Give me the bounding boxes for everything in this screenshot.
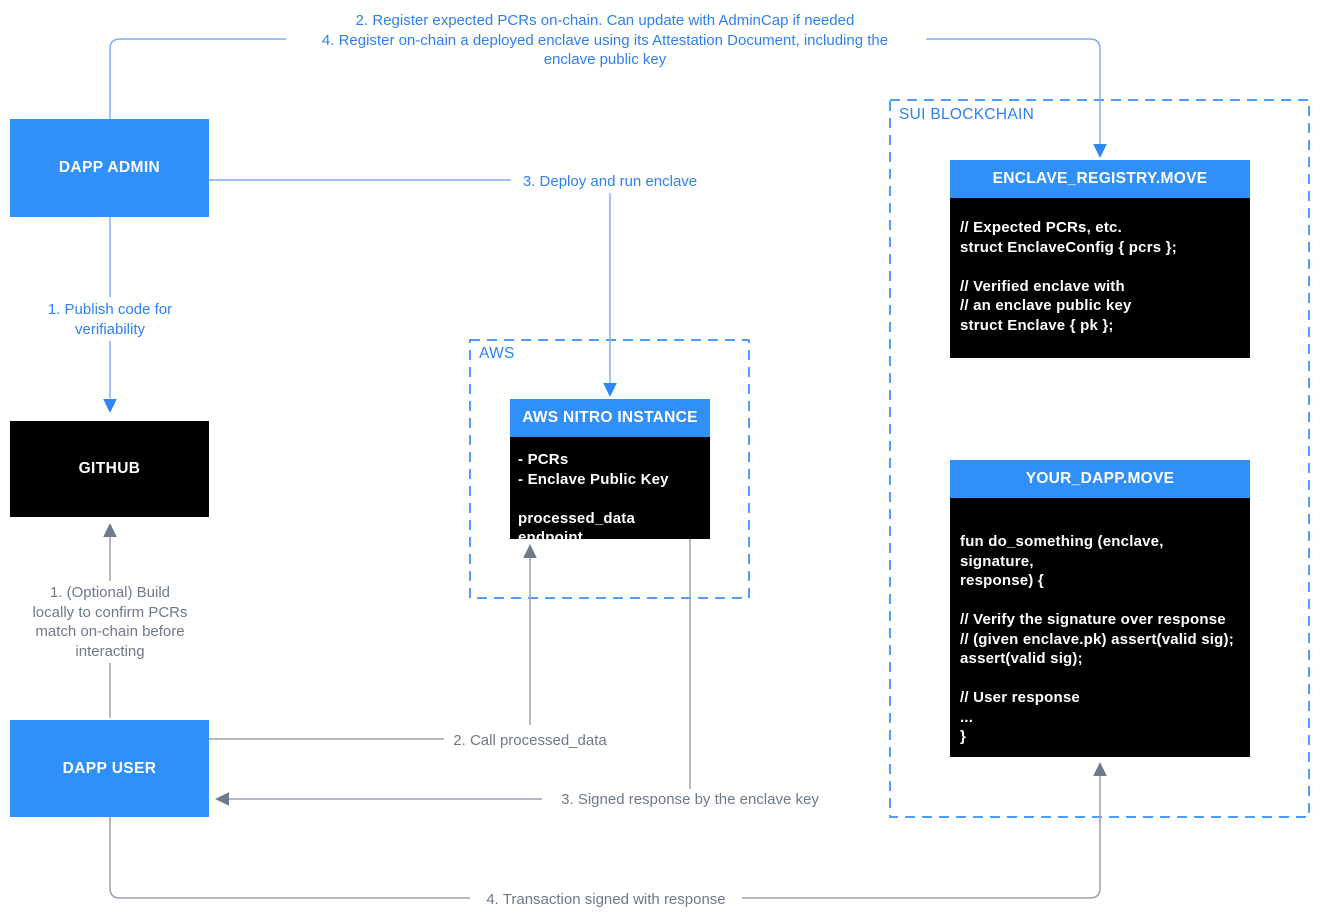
- aws-group-label: AWS: [479, 345, 515, 362]
- arrowhead-transaction-icon: [1093, 762, 1107, 776]
- node-github: GITHUB: [10, 421, 209, 517]
- edge-label-publish: 1. Publish code for verifiability: [47, 301, 173, 338]
- arrowhead-deploy-icon: [603, 383, 617, 397]
- arrowhead-signed-response-icon: [215, 792, 229, 806]
- aws-nitro-instance-body: - PCRs - Enclave Public Key processed_da…: [510, 437, 710, 546]
- node-enclave-registry: ENCLAVE_REGISTRY.MOVE // Expected PCRs, …: [950, 160, 1250, 358]
- enclave-registry-code: // Expected PCRs, etc. struct EnclaveCon…: [950, 198, 1250, 358]
- node-dapp-admin-label: DAPP ADMIN: [58, 159, 161, 176]
- node-dapp-admin: DAPP ADMIN: [10, 119, 209, 217]
- edge-label-optional-build: 1. (Optional) Build locally to confirm P…: [32, 584, 188, 660]
- edge-transaction-line-left: [109, 817, 470, 899]
- arrowhead-optional-build-icon: [103, 523, 117, 537]
- node-dapp-user-label: DAPP USER: [62, 759, 157, 777]
- edge-label-deploy: 3. Deploy and run enclave: [522, 173, 698, 190]
- node-aws-nitro-instance: AWS NITRO INSTANCE - PCRs - Enclave Publ…: [510, 399, 710, 546]
- node-dapp-user: DAPP USER: [10, 720, 209, 817]
- edge-label-call-processed: 2. Call processed_data: [453, 732, 607, 749]
- edge-label-transaction: 4. Transaction signed with response: [486, 891, 726, 908]
- node-github-label: GITHUB: [78, 460, 141, 477]
- arrowhead-register-pcrs-icon: [1093, 144, 1107, 158]
- your-dapp-header: YOUR_DAPP.MOVE: [950, 460, 1250, 498]
- sui-blockchain-group-label: SUI BLOCKCHAIN: [899, 106, 1035, 123]
- edge-label-signed-response: 3. Signed response by the enclave key: [561, 791, 819, 808]
- edge-label-register-pcrs: 2. Register expected PCRs on-chain. Can …: [321, 12, 889, 68]
- your-dapp-code: fun do_something (enclave, signature, re…: [950, 498, 1250, 757]
- node-your-dapp: YOUR_DAPP.MOVE fun do_something (enclave…: [950, 460, 1250, 757]
- aws-nitro-instance-header: AWS NITRO INSTANCE: [510, 399, 710, 437]
- arrowhead-publish-icon: [103, 399, 117, 413]
- enclave-registry-header: ENCLAVE_REGISTRY.MOVE: [950, 160, 1250, 198]
